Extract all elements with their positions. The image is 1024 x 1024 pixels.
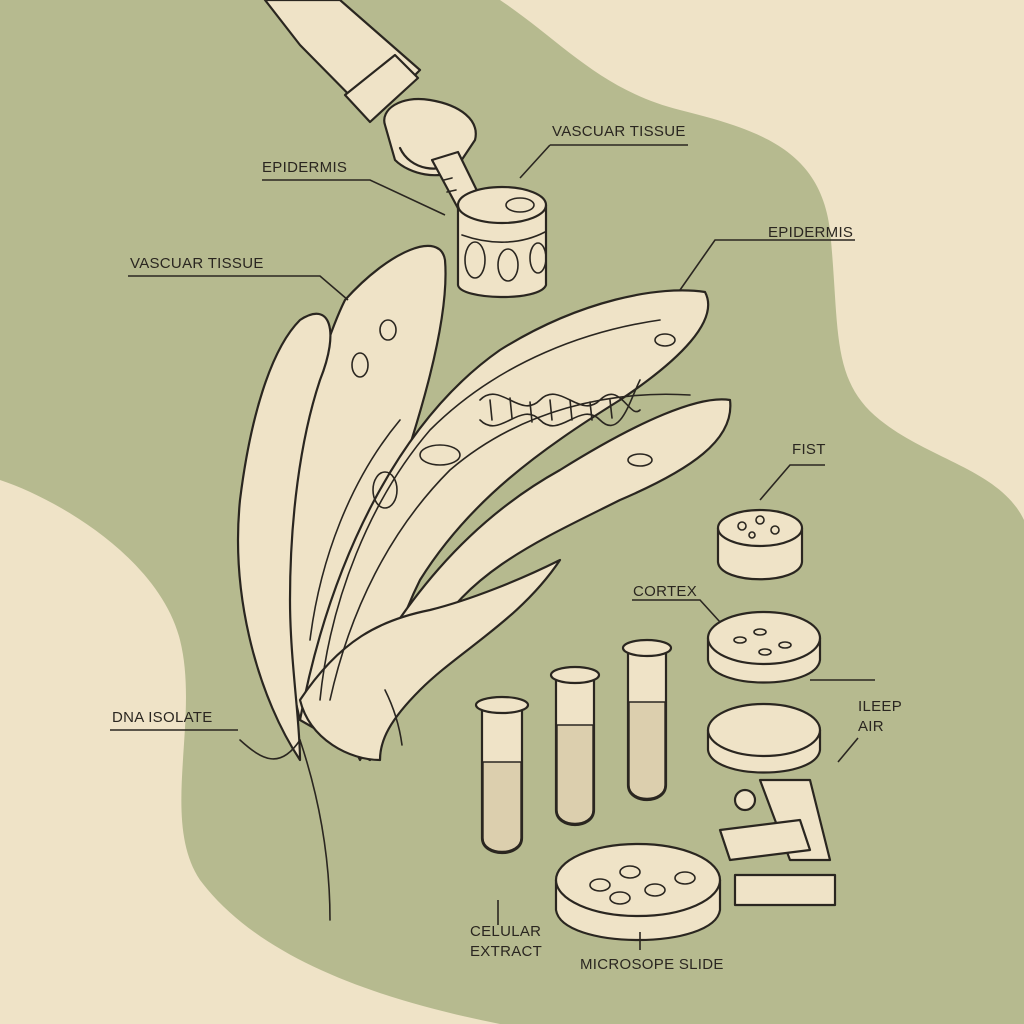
- petri-small: [716, 508, 804, 581]
- label-celular: CELULAR: [470, 923, 542, 940]
- microscope-icon: [706, 702, 837, 907]
- label-cortex: CORTEX: [633, 583, 698, 600]
- label-fist: FIST: [792, 441, 826, 458]
- plant-leaves: [236, 244, 732, 921]
- petri-large: [554, 842, 722, 942]
- tissue-cylinder: [456, 185, 548, 299]
- label-extract: EXTRACT: [470, 943, 543, 960]
- label-lines: [110, 144, 875, 950]
- label-epidermis-top: EPIDERMIS: [262, 159, 348, 176]
- label-air: AIR: [858, 718, 884, 735]
- label-vascular-left: VASCUAR TISSUE: [130, 255, 264, 272]
- label-ileep: ILEEP: [858, 698, 903, 715]
- label-vascular-top: VASCUAR TISSUE: [552, 123, 686, 140]
- petri-cortex: [706, 610, 822, 684]
- label-microscope-slide: MICROSOPE SLIDE: [580, 956, 724, 973]
- test-tubes: [474, 638, 673, 854]
- label-dna-isolate: DNA ISOLATE: [112, 709, 213, 726]
- label-epidermis-right: EPIDERMIS: [768, 224, 854, 241]
